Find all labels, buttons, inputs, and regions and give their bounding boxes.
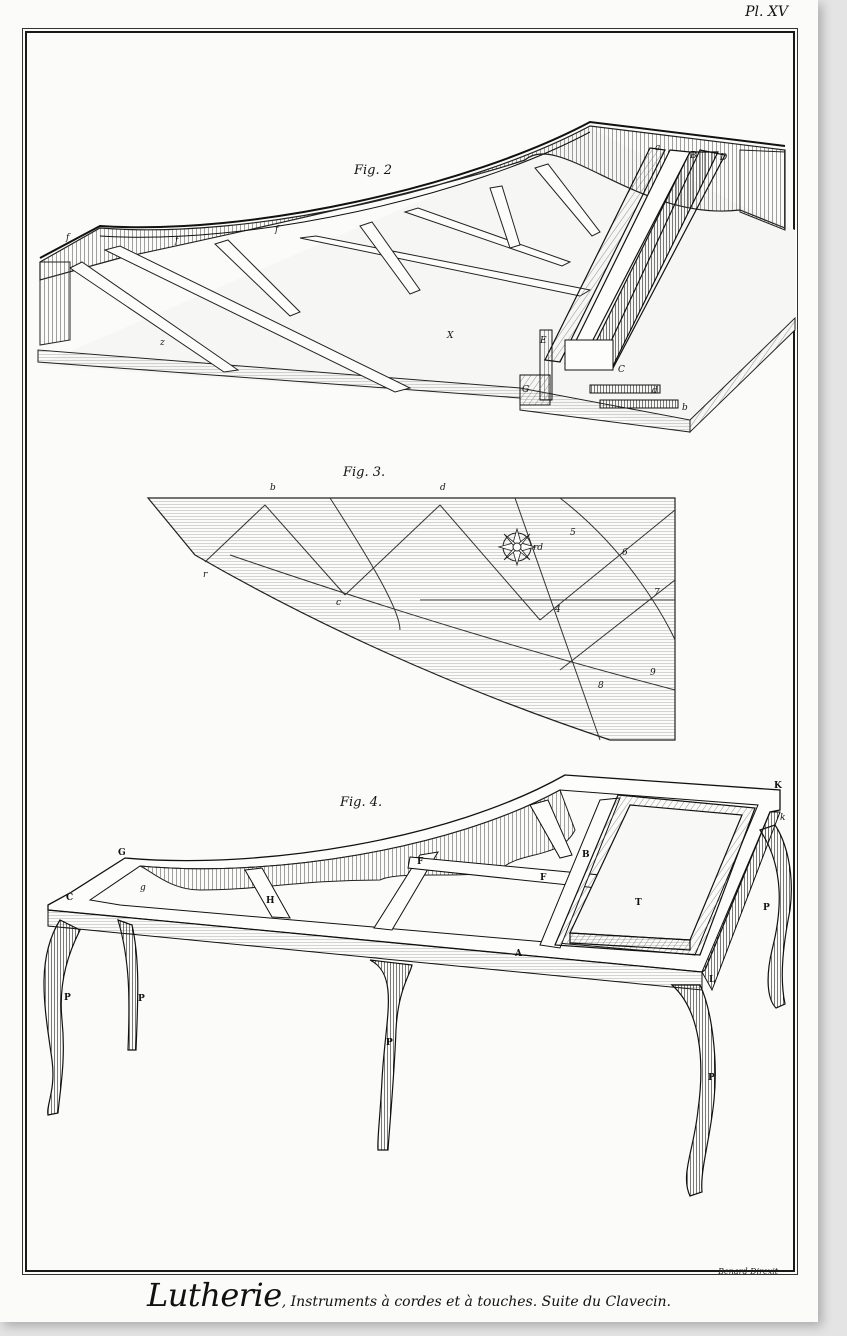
svg-text:X: X: [446, 331, 454, 341]
svg-text:9: 9: [650, 668, 656, 678]
svg-text:c: c: [336, 598, 341, 608]
svg-text:d: d: [652, 386, 658, 396]
svg-text:P: P: [64, 993, 71, 1003]
svg-text:4: 4: [554, 605, 561, 615]
svg-text:P: P: [386, 1038, 393, 1048]
svg-text:b: b: [270, 483, 276, 493]
svg-text:b: b: [682, 403, 688, 413]
svg-text:8: 8: [598, 681, 604, 691]
engraver-credit: Benard Direxit: [718, 1267, 778, 1276]
svg-text:rd: rd: [533, 543, 543, 553]
plate-sheet: Pl. XV: [0, 0, 818, 1322]
svg-text:7: 7: [654, 588, 660, 598]
svg-text:P: P: [708, 1073, 715, 1083]
svg-text:G: G: [118, 848, 126, 858]
caption-title: Lutherie: [146, 1276, 282, 1314]
svg-text:B: B: [689, 151, 697, 161]
plate-number: Pl. XV: [745, 4, 788, 20]
svg-text:f: f: [274, 225, 280, 235]
svg-text:C: C: [66, 893, 73, 903]
svg-text:d: d: [440, 483, 446, 493]
plate-caption: Lutherie, Instruments à cordes et à touc…: [0, 1276, 818, 1314]
svg-text:H: H: [266, 896, 275, 906]
svg-text:K: K: [774, 781, 783, 791]
fig2-label: Fig. 2: [354, 163, 393, 178]
svg-text:L: L: [709, 975, 716, 985]
svg-text:z: z: [159, 338, 165, 348]
svg-text:f: f: [174, 236, 180, 246]
fig2-engraving: f f f z X E G C d b a B D: [37, 120, 796, 1197]
svg-text:6: 6: [622, 548, 628, 558]
svg-text:A: A: [514, 949, 523, 959]
svg-text:P: P: [763, 903, 770, 913]
svg-text:F: F: [417, 857, 424, 867]
svg-text:T: T: [635, 898, 642, 908]
svg-text:G: G: [522, 385, 529, 395]
svg-text:F: F: [540, 873, 547, 883]
svg-text:f: f: [65, 233, 71, 243]
svg-text:D: D: [719, 153, 727, 163]
caption-subtitle: , Instruments à cordes et à touches. Sui…: [281, 1294, 672, 1310]
svg-text:B: B: [582, 850, 590, 860]
svg-text:g: g: [140, 883, 146, 893]
svg-text:5: 5: [570, 528, 576, 538]
svg-text:C: C: [618, 365, 625, 375]
svg-text:r: r: [203, 570, 208, 580]
svg-text:a: a: [655, 143, 660, 153]
svg-text:k: k: [780, 813, 785, 823]
fig4-label: Fig. 4.: [340, 795, 383, 810]
svg-text:E: E: [539, 336, 547, 346]
svg-text:P: P: [138, 994, 145, 1004]
fig3-label: Fig. 3.: [343, 465, 386, 480]
plate-border: [22, 28, 798, 1275]
